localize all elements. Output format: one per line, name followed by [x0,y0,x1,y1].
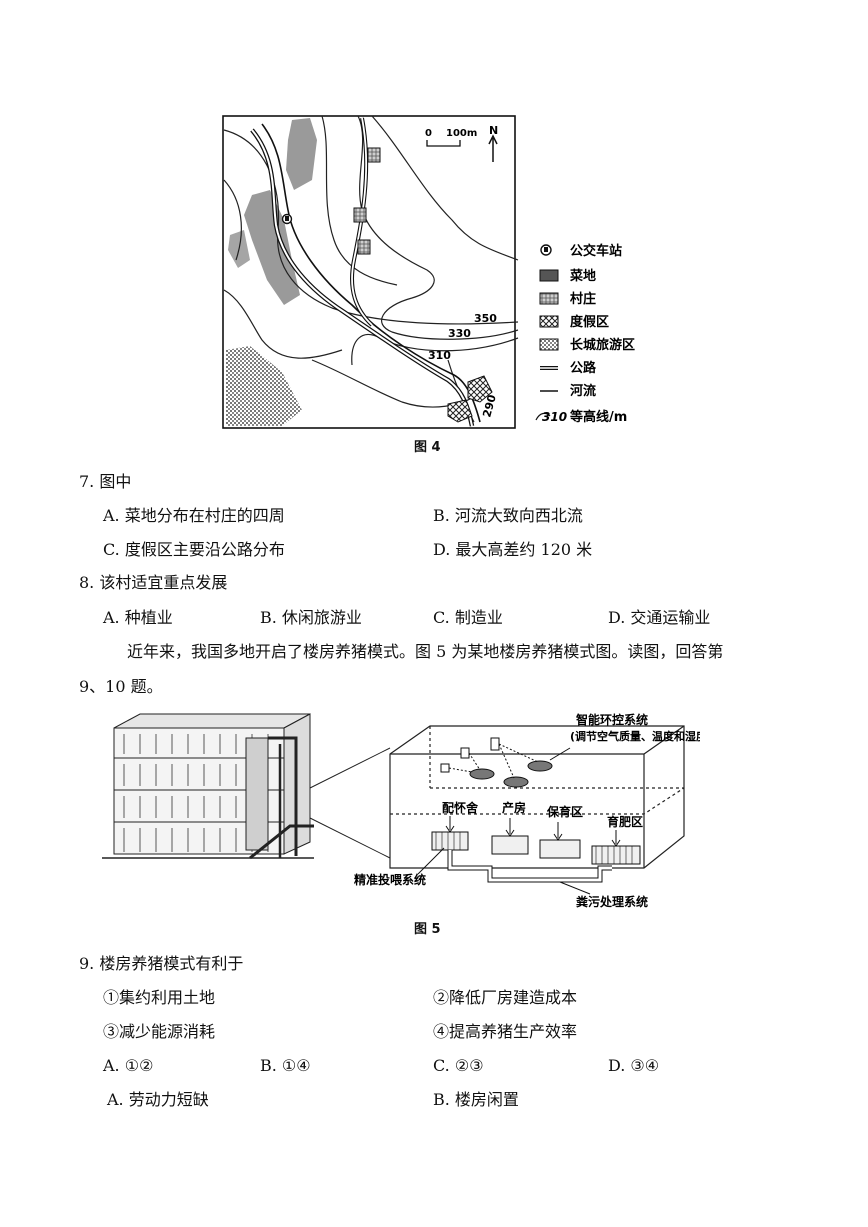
question-8-option-c: C. 制造业 [433,608,503,627]
question-7-option-c: C. 度假区主要沿公路分布 [103,540,285,559]
contour-line [223,179,242,261]
question-7-option-b: B. 河流大致向西北流 [433,506,583,525]
question-9-statement-2: ②降低厂房建造成本 [433,988,578,1007]
contour-label: 290 [480,393,499,419]
legend-label: 等高线/m [569,409,627,425]
pig-building-diagram: 配怀舍 产房 保育区 育肥区 智能环控系统 (调节空气质量、温度和湿度) [102,712,712,909]
river [261,123,481,423]
village [367,147,381,163]
resort [447,399,473,423]
question-10-option-a: A. 劳动力短缺 [107,1090,209,1109]
village-map: 0 100m N 350 330 310 290 公交车站 菜地 村庄 度假区 … [222,115,635,429]
environment-system-note: (调节空气质量、温度和湿度) [570,729,700,743]
question-8-option-b: B. 休闲旅游业 [260,608,362,627]
legend-label: 长城旅游区 [570,337,635,353]
map-legend: 公交车站 菜地 村庄 度假区 长城旅游区 公路 河流 310 等高线/m [535,243,635,425]
scale-label: 100m [446,128,477,139]
feeding-system-label: 精准投喂系统 [354,872,426,887]
resort [467,375,493,403]
question-9-statement-1: ①集约利用土地 [103,988,216,1007]
bus-stop-icon [281,213,293,225]
vegetable-field [244,190,300,305]
legend-label: 度假区 [570,314,609,330]
great-wall-area [226,346,302,426]
question-8-stem: 8. 该村适宜重点发展 [79,573,228,592]
zoom-line [309,817,391,859]
zoom-line [309,747,391,789]
north-label: N [489,124,498,137]
question-7-stem: 7. 图中 [79,472,132,491]
feeders [445,816,621,847]
room-label: 产房 [502,800,526,815]
question-9-option-a: A. ①② [103,1056,154,1075]
contour-line [321,115,398,286]
contour-label: 350 [474,312,497,325]
question-8-option-a: A. 种植业 [103,608,173,627]
legend-label: 菜地 [569,268,596,284]
contour-line [223,129,519,325]
room-label: 配怀舍 [442,800,479,815]
question-7-option-a: A. 菜地分布在村庄的四周 [103,506,285,525]
question-9-option-c: C. ②③ [433,1056,484,1075]
legend-label: 公交车站 [570,243,622,259]
pig-pens [431,831,641,865]
question-9-option-b: B. ①④ [260,1056,311,1075]
room-label: 保育区 [546,804,583,819]
figure-4: 0 100m N 350 330 310 290 公交车站 菜地 村庄 度假区 … [222,110,642,440]
figure-5: 配怀舍 产房 保育区 育肥区 智能环控系统 (调节空气质量、温度和湿度) [100,708,712,913]
legend-label: 公路 [570,360,597,376]
contour-label: 310 [428,349,451,362]
figure-4-caption: 图 4 [414,440,441,455]
question-8-option-d: D. 交通运输业 [608,608,711,627]
question-9-statement-3: ③减少能源消耗 [103,1022,216,1041]
north-arrow-icon [488,134,498,162]
contour-label: 330 [448,327,471,340]
scale-zero: 0 [425,128,432,139]
environment-system-title: 智能环控系统 [575,712,648,727]
legend-contour-prefix: 310 [542,410,567,424]
contour-line [371,115,519,261]
intro-line-2: 9、10 题。 [79,677,163,696]
figure-5-caption: 图 5 [414,922,441,937]
question-7-option-d: D. 最大高差约 120 米 [433,540,593,559]
question-9-option-d: D. ③④ [608,1056,660,1075]
contour-line [223,289,343,359]
question-10-option-b: B. 楼房闲置 [433,1090,519,1109]
scale-bar [426,140,461,147]
contour-line [357,115,519,340]
question-9-statement-4: ④提高养猪生产效率 [433,1022,578,1041]
environment-control-units [440,737,571,788]
waste-system-label: 粪污处理系统 [576,894,648,909]
room-label: 育肥区 [607,814,643,829]
legend-label: 村庄 [570,291,596,307]
legend-label: 河流 [570,383,596,399]
village [353,207,367,223]
question-9-stem: 9. 楼房养猪模式有利于 [79,954,244,973]
village [357,239,371,255]
building-illustration [102,713,314,860]
intro-line-1: 近年来，我国多地开启了楼房养猪模式。图 5 为某地楼房养猪模式图。读图，回答第 [127,642,724,661]
vegetable-field [286,118,317,190]
